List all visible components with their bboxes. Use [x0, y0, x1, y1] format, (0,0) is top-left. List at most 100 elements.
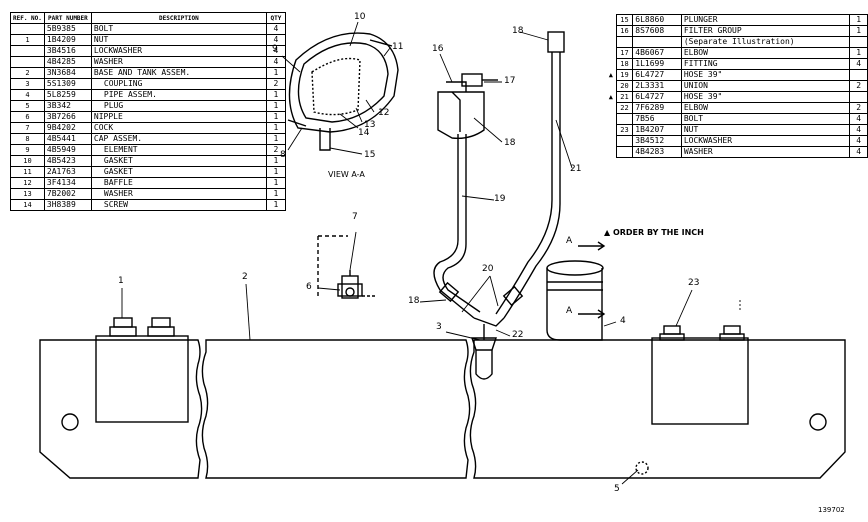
row-inch-mark — [606, 103, 616, 114]
row-part-number: 3B342 — [43, 100, 92, 112]
row-description: ELBOW — [680, 47, 851, 59]
row-description: FITTING — [680, 58, 851, 70]
row-description: NUT — [680, 124, 851, 136]
left-table-header: REF. NO. PART NUMBER DESCRIPTION QTY — [10, 12, 286, 24]
row-part-number: 7F6289 — [632, 102, 682, 114]
row-description: HOSE 39" — [680, 69, 851, 81]
row-qty: 4 — [265, 56, 286, 68]
row-part-number: 7B2002 — [43, 188, 92, 200]
drain-cock — [317, 235, 376, 299]
callout-16: 16 — [432, 44, 444, 54]
row-part-number: 4B5441 — [43, 133, 92, 145]
row-description: BOLT — [680, 113, 851, 125]
row-ref-no: 5 — [10, 100, 45, 112]
row-qty: 1 — [265, 111, 286, 123]
row-part-number: 3B4512 — [632, 135, 682, 147]
row-description: ELBOW — [680, 102, 851, 114]
row-qty: 4 — [849, 113, 868, 125]
callout-22: 22 — [512, 330, 524, 340]
row-description: COCK — [90, 122, 267, 134]
row-ref-no: 22 — [615, 102, 634, 114]
left-parts-table: REF. NO. PART NUMBER DESCRIPTION QTY 5B9… — [10, 12, 286, 211]
row-qty — [849, 69, 868, 81]
row-ref-no — [615, 36, 634, 48]
row-qty: 4 — [849, 146, 868, 158]
row-inch-mark — [606, 37, 616, 48]
section-a-label-top: A — [566, 236, 573, 246]
row-part-number: 1B4207 — [632, 124, 682, 136]
row-qty: 1 — [849, 47, 868, 59]
header-qty: QTY — [265, 12, 286, 24]
row-qty: 1 — [849, 14, 868, 26]
row-part-number: 1B4209 — [43, 34, 92, 46]
row-ref-no: 1 — [10, 34, 45, 46]
callout-18-top: 18 — [512, 26, 524, 36]
row-qty: 2 — [265, 78, 286, 90]
callout-1: 1 — [118, 276, 124, 286]
callout-2: 2 — [242, 272, 248, 282]
row-qty: 4 — [849, 135, 868, 147]
row-ref-no: 15 — [615, 14, 634, 26]
row-qty: 1 — [265, 188, 286, 200]
leader-lines — [121, 21, 741, 485]
row-description: (Separate Illustration) — [680, 36, 851, 48]
row-qty: 1 — [265, 133, 286, 145]
row-description: PLUG — [90, 100, 267, 112]
header-part-number: PART NUMBER — [43, 12, 92, 24]
row-inch-mark — [606, 15, 616, 26]
row-description: ELEMENT — [90, 144, 267, 156]
hoses — [433, 31, 565, 380]
row-part-number: 4B5423 — [43, 155, 92, 167]
row-part-number: 4B4283 — [632, 146, 682, 158]
row-description: WASHER — [680, 146, 851, 158]
row-part-number: 6L8860 — [632, 14, 682, 26]
row-ref-no: 16 — [615, 25, 634, 37]
row-part-number: 2L3331 — [632, 80, 682, 92]
row-description: LOCKWASHER — [90, 45, 267, 57]
row-description: NUT — [90, 34, 267, 46]
row-inch-mark — [606, 136, 616, 147]
row-ref-no: 20 — [615, 80, 634, 92]
row-description: WASHER — [90, 188, 267, 200]
row-ref-no: 18 — [615, 58, 634, 70]
row-description: UNION — [680, 80, 851, 92]
tank-body — [39, 335, 846, 479]
row-qty: 1 — [265, 89, 286, 101]
row-ref-no: 9 — [10, 144, 45, 156]
row-part-number: 3B4516 — [43, 45, 92, 57]
row-part-number: 9B4202 — [43, 122, 92, 134]
row-description: BAFFLE — [90, 177, 267, 189]
row-ref-no — [10, 23, 45, 35]
row-description: FILTER GROUP — [680, 25, 851, 37]
row-part-number: 5S1309 — [43, 78, 92, 90]
row-inch-mark: ▲ — [608, 71, 613, 79]
callout-6: 6 — [306, 282, 312, 292]
row-qty: 1 — [265, 100, 286, 112]
row-ref-no — [615, 146, 634, 158]
callout-4: 4 — [620, 316, 626, 326]
header-ref-no: REF. NO. — [10, 12, 45, 24]
callout-12: 12 — [378, 108, 390, 118]
row-description: BASE AND TANK ASSEM. — [90, 67, 267, 79]
row-ref-no — [615, 135, 634, 147]
row-qty: 4 — [265, 23, 286, 35]
